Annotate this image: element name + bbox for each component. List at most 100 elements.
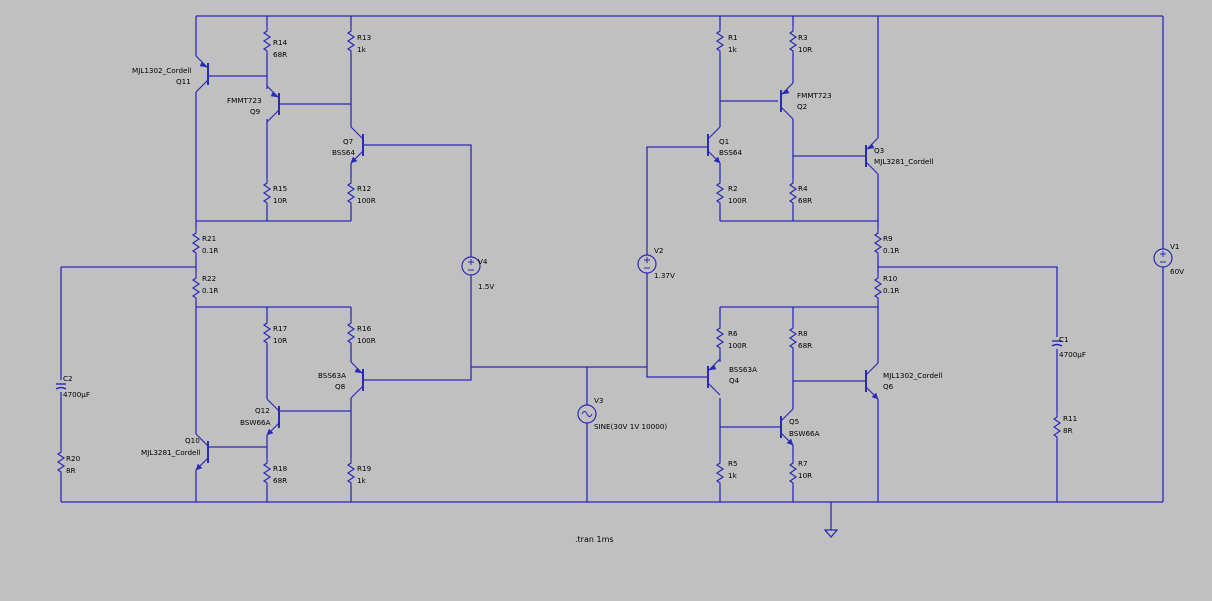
voltage-source-v2-value: 1.37V: [654, 271, 675, 280]
voltage-source-v1[interactable]: V1 60V: [1153, 242, 1184, 276]
transistor-q1[interactable]: Q1 BSS64: [707, 126, 743, 164]
resistor-r1-value: 1k: [728, 45, 738, 54]
resistor-r6-value: 100R: [728, 341, 747, 350]
voltage-source-v4-value: 1.5V: [478, 282, 494, 291]
voltage-source-v2[interactable]: V2 1.37V: [637, 246, 675, 280]
voltage-source-v3-value: SINE(30V 1V 10000): [594, 422, 667, 431]
resistor-r17-value: 10R: [273, 336, 287, 345]
resistor-r4-name: R4: [798, 184, 808, 193]
resistor-r3[interactable]: R3 10R: [789, 25, 812, 55]
voltage-source-v3[interactable]: V3 SINE(30V 1V 10000): [577, 396, 667, 431]
resistor-r1-name: R1: [728, 33, 738, 42]
resistor-r6-name: R6: [728, 329, 738, 338]
resistor-r21-value: 0.1R: [202, 246, 218, 255]
capacitor-c1-name: C1: [1059, 335, 1069, 344]
resistor-r13-value: 1k: [357, 45, 367, 54]
transistor-q12[interactable]: Q12 BSW66A: [240, 398, 280, 436]
resistor-r20-name: R20: [66, 454, 81, 463]
transistor-q9[interactable]: FMMT723 Q9: [227, 85, 280, 123]
resistor-r22-name: R22: [202, 274, 216, 283]
resistor-r9-name: R9: [883, 234, 893, 243]
transistor-q10[interactable]: Q10 MJL3281_Cordell: [141, 433, 209, 471]
resistor-r4-value: 68R: [798, 196, 812, 205]
voltage-source-v3-name: V3: [594, 396, 604, 405]
resistor-r11[interactable]: R11 8R: [1053, 411, 1077, 441]
resistor-r21[interactable]: R21 0.1R: [192, 227, 218, 257]
capacitor-c2-name: C2: [63, 374, 73, 383]
transistor-q6[interactable]: MJL1302_Cordell Q6: [865, 362, 942, 400]
resistor-r14-value: 68R: [273, 50, 287, 59]
voltage-source-v4[interactable]: V4 1.5V: [461, 256, 494, 291]
resistor-r16-name: R16: [357, 324, 372, 333]
resistor-r15[interactable]: R15 10R: [263, 177, 287, 207]
transistor-q7[interactable]: Q7 BSS64: [332, 126, 364, 164]
transistor-q10-model: MJL3281_Cordell: [141, 448, 200, 457]
resistor-r5[interactable]: R5 1k: [716, 457, 738, 487]
resistor-r22[interactable]: R22 0.1R: [192, 272, 218, 302]
voltage-source-v1-name: V1: [1170, 242, 1180, 251]
resistor-r19-name: R19: [357, 464, 372, 473]
resistor-r7[interactable]: R7 10R: [789, 457, 812, 487]
resistor-r8-value: 68R: [798, 341, 812, 350]
ground-symbol: [823, 529, 839, 538]
resistor-r4[interactable]: R4 68R: [789, 177, 812, 207]
voltage-source-v4-name: V4: [478, 257, 488, 266]
resistor-r16[interactable]: R16 100R: [347, 317, 376, 347]
transistor-q8[interactable]: BSS63A Q8: [318, 361, 364, 399]
resistor-r21-name: R21: [202, 234, 216, 243]
resistor-r2-value: 100R: [728, 196, 747, 205]
transistor-q11[interactable]: MJL1302_Cordell Q11: [132, 55, 209, 93]
transistor-q4-name: Q4: [729, 376, 740, 385]
transistor-q5-model: BSW66A: [789, 429, 820, 438]
resistor-r17-name: R17: [273, 324, 287, 333]
transistor-q3[interactable]: Q3 MJL3281_Cordell: [865, 137, 933, 175]
resistor-r19-value: 1k: [357, 476, 367, 485]
resistor-r5-name: R5: [728, 459, 738, 468]
resistor-r7-value: 10R: [798, 471, 812, 480]
transistor-q11-model: MJL1302_Cordell: [132, 66, 191, 75]
resistor-r8-name: R8: [798, 329, 808, 338]
resistor-r13[interactable]: R13 1k: [347, 25, 371, 55]
resistor-r3-value: 10R: [798, 45, 812, 54]
resistor-r2[interactable]: R2 100R: [716, 177, 747, 207]
resistor-r6[interactable]: R6 100R: [716, 322, 747, 352]
transistor-q9-name: Q9: [250, 107, 261, 116]
resistor-r8[interactable]: R8 68R: [789, 322, 812, 352]
resistor-r12[interactable]: R12 100R: [347, 177, 376, 207]
resistor-r20[interactable]: R20 8R: [57, 446, 81, 476]
wires: [60, 15, 1164, 530]
resistor-r11-name: R11: [1063, 414, 1077, 423]
resistor-r9[interactable]: R9 0.1R: [874, 227, 899, 257]
resistor-r5-value: 1k: [728, 471, 738, 480]
transistor-q8-name: Q8: [335, 382, 346, 391]
transistor-q6-model: MJL1302_Cordell: [883, 371, 942, 380]
transistor-q2[interactable]: FMMT723 Q2: [780, 82, 832, 120]
resistor-r19[interactable]: R19 1k: [347, 457, 372, 487]
spice-directive[interactable]: .tran 1ms: [575, 535, 614, 544]
transistor-q12-name: Q12: [255, 406, 270, 415]
transistor-q5[interactable]: Q5 BSW66A: [780, 408, 820, 446]
resistor-r1[interactable]: R1 1k: [716, 25, 738, 55]
resistor-r7-name: R7: [798, 459, 808, 468]
transistor-q1-name: Q1: [719, 137, 729, 146]
voltage-source-v1-value: 60V: [1170, 267, 1184, 276]
transistor-q5-name: Q5: [789, 417, 799, 426]
resistor-r2-name: R2: [728, 184, 738, 193]
capacitor-c2-value: 4700µF: [63, 390, 90, 399]
resistor-r14[interactable]: R14 68R: [263, 25, 288, 59]
transistor-q4[interactable]: BSS63A Q4: [707, 358, 757, 396]
transistor-q4-model: BSS63A: [729, 365, 757, 374]
resistor-r18-value: 68R: [273, 476, 287, 485]
transistor-q7-name: Q7: [343, 137, 353, 146]
transistor-q2-model: FMMT723: [797, 91, 832, 100]
resistor-r12-name: R12: [357, 184, 371, 193]
capacitor-c1[interactable]: C1 4700µF: [1051, 335, 1086, 359]
resistor-r18[interactable]: R18 68R: [263, 457, 288, 487]
resistor-r15-value: 10R: [273, 196, 287, 205]
resistor-r17[interactable]: R17 10R: [263, 317, 287, 347]
transistor-q9-model: FMMT723: [227, 96, 262, 105]
resistor-r20-value: 8R: [66, 466, 76, 475]
capacitor-c2[interactable]: C2 4700µF: [55, 374, 90, 399]
resistor-r10[interactable]: R10 0.1R: [874, 272, 899, 302]
